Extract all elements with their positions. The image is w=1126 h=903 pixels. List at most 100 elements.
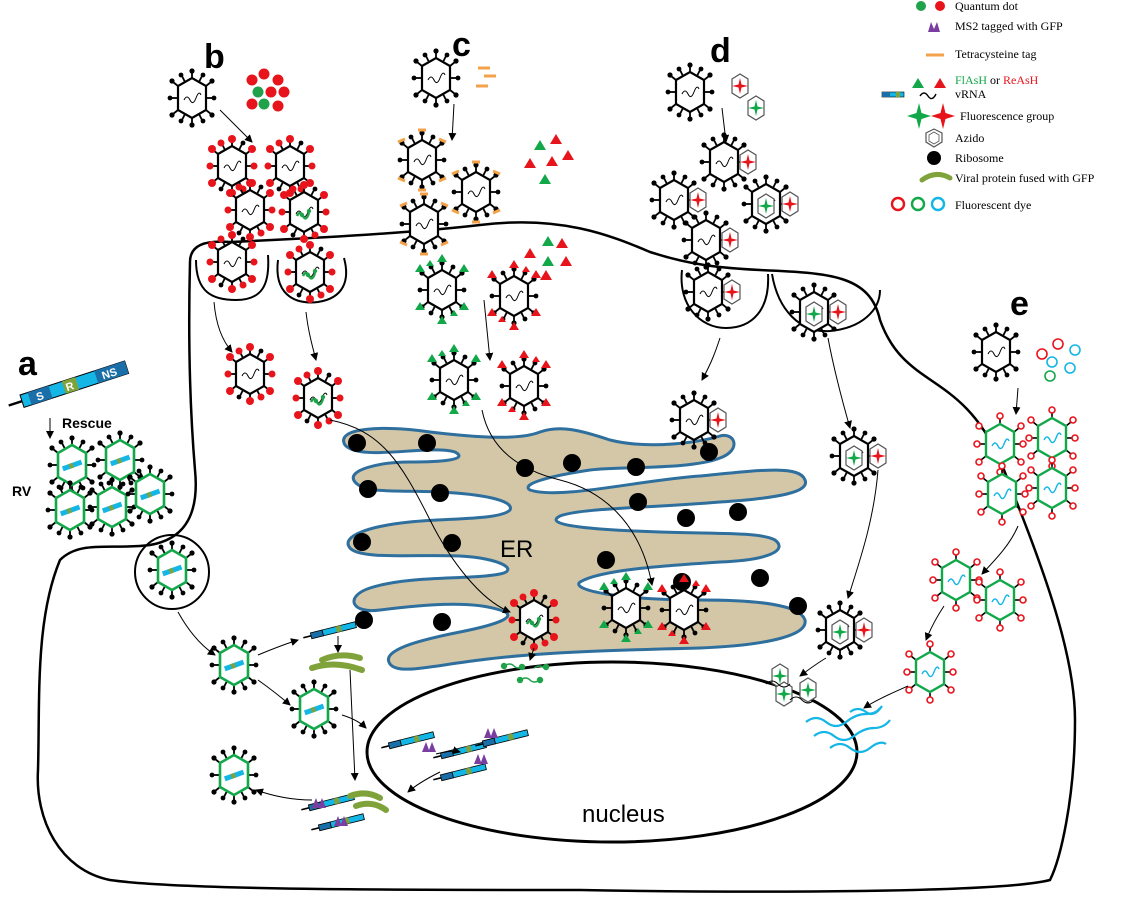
rv-virus — [88, 477, 137, 536]
ribosome — [629, 493, 647, 511]
released-azido-rna — [765, 663, 817, 707]
ribosome — [355, 611, 373, 629]
dye-virus — [902, 639, 958, 705]
ribosome — [418, 434, 436, 452]
azido-virus — [682, 210, 738, 269]
legend-label-vrna: vRNA — [955, 87, 987, 101]
released-rna-blue — [805, 705, 891, 754]
azido-virus — [700, 132, 756, 191]
endosome-a — [134, 534, 210, 610]
ribosome — [359, 480, 377, 498]
cell-membrane — [36, 221, 1077, 893]
segment-ns-label: NS — [101, 366, 119, 382]
ribosome — [677, 509, 695, 527]
legend-label-azido: Azido — [955, 131, 984, 145]
rv-virus — [210, 635, 259, 694]
flash-virus — [415, 254, 469, 324]
rna-segment — [431, 762, 488, 784]
entry-pocket-d2 — [771, 273, 881, 333]
legend-label-ribosome: Ribosome — [955, 151, 1004, 165]
reash-virus — [497, 350, 551, 420]
ribosome — [563, 454, 581, 472]
ribosome — [516, 459, 534, 477]
azido-virus — [742, 174, 798, 233]
legend-fluorescent-dye: Fluorescent dye — [890, 196, 1031, 212]
virus — [168, 68, 217, 127]
panel-c — [398, 48, 711, 644]
legend-label-flash-reash: FlAsH or ReAsH — [955, 73, 1039, 87]
ribosomes — [348, 434, 807, 631]
tc-virus — [452, 162, 501, 222]
legend-tetracysteine: Tetracysteine tag — [926, 47, 1036, 61]
dye-virus — [1024, 455, 1080, 521]
segment-s-label: S — [35, 390, 46, 404]
ms2-gfp — [474, 754, 488, 764]
flash-virus — [427, 344, 481, 414]
dye-virus — [974, 461, 1030, 527]
ribosome — [443, 534, 461, 552]
legend-fluorescence-group: Fluorescence group — [907, 103, 1054, 129]
entry-pocket-b1 — [195, 254, 270, 302]
ribosome — [729, 503, 747, 521]
fluorescent-dye-cluster — [1036, 338, 1081, 382]
legend-label-or: or — [987, 73, 1003, 87]
rna-segment — [299, 792, 356, 814]
rv-virus — [46, 480, 95, 539]
panel-letter-b: b — [204, 38, 225, 76]
reash-virus — [487, 260, 541, 330]
azido-green-icon — [747, 95, 765, 121]
panel-d — [650, 62, 886, 707]
ribosome — [700, 443, 718, 461]
panel-letter-c: c — [452, 26, 471, 64]
azido-virus — [790, 282, 846, 341]
panel-b — [168, 68, 560, 684]
azido-red-icon — [731, 73, 749, 99]
rescue-segments: S R NS — [8, 360, 130, 408]
virus — [666, 62, 715, 121]
legend-label-reash: ReAsH — [1003, 73, 1039, 87]
legend-label-tetracysteine: Tetracysteine tag — [955, 47, 1036, 61]
tc-virus — [398, 130, 447, 190]
qd-virus — [293, 367, 344, 429]
entry-pocket-d1 — [680, 269, 770, 330]
panel-e — [805, 322, 1081, 754]
ms2-gfp — [422, 742, 436, 752]
ribosome — [431, 484, 449, 502]
panel-a: S R NS Rescue RV — [8, 360, 530, 834]
ribosome — [627, 458, 645, 476]
rna-segment — [301, 620, 358, 642]
panel-letter-d: d — [710, 32, 731, 70]
legend-ribosome: Ribosome — [927, 151, 1004, 165]
legend-quantum-dot: Quantum dot — [916, 0, 1019, 13]
quantum-dot-cluster — [246, 68, 290, 112]
virus — [972, 322, 1021, 381]
legend: Quantum dot MS2 tagged with GFP Tetracys… — [881, 0, 1095, 212]
ribosome — [751, 569, 769, 587]
gfp-protein — [309, 652, 365, 673]
legend-ms2: MS2 tagged with GFP — [928, 19, 1063, 33]
panel-letter-e: e — [1010, 285, 1029, 323]
qd-virus — [285, 241, 336, 303]
rescue-label: Rescue — [62, 415, 112, 431]
legend-label-fluorescence-group: Fluorescence group — [960, 109, 1054, 123]
tc-virus — [400, 194, 449, 254]
legend-vrna: vRNA — [881, 87, 987, 101]
ribosome — [433, 613, 451, 631]
qd-virus — [225, 343, 276, 405]
entry-pocket-b2 — [276, 257, 348, 304]
legend-label-flash: FlAsH — [955, 73, 987, 87]
rv-label: RV — [12, 483, 32, 499]
tetracysteine-tags — [476, 66, 496, 88]
segment-r-label: R — [64, 380, 75, 394]
released-qd-rna — [500, 662, 550, 684]
ribosome — [353, 533, 371, 551]
rv-virus — [290, 679, 339, 738]
nucleus-label: nucleus — [582, 801, 665, 828]
er-label: ER — [500, 536, 533, 563]
legend-label-fluorescent-dye: Fluorescent dye — [955, 198, 1031, 212]
ribosome — [348, 434, 366, 452]
legend-flash-reash: FlAsH or ReAsH — [912, 73, 1039, 88]
rv-virus — [210, 745, 259, 804]
ribosome — [789, 597, 807, 615]
